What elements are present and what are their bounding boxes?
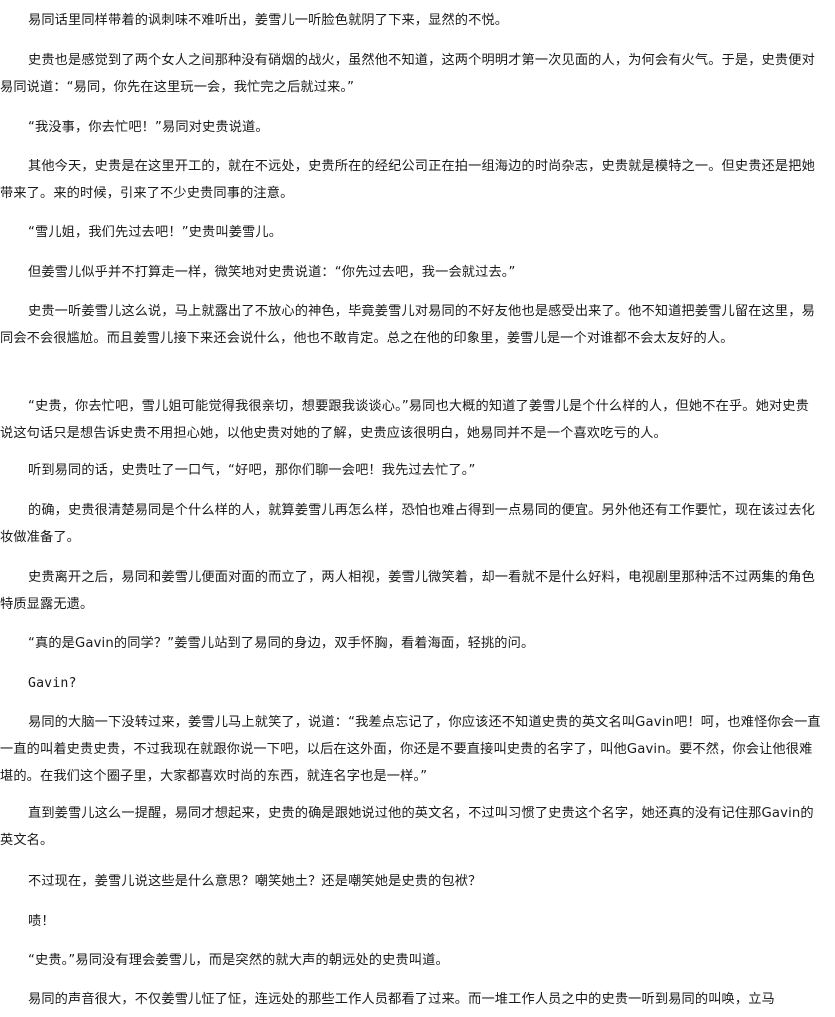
- paragraph: 直到姜雪儿这么一提醒，易同才想起来，史贵的确是跟她说过他的英文名，不过叫习惯了史…: [0, 806, 814, 848]
- paragraph: “史贵，你去忙吧，雪儿姐可能觉得我很亲切，想要跟我谈谈心。”易同也大概的知道了姜…: [0, 399, 809, 441]
- paragraph: 史贵也是感觉到了两个女人之间那种没有硝烟的战火，虽然他不知道，这两个明明才第一次…: [0, 53, 815, 95]
- paragraph: “真的是Gavin的同学？”姜雪儿站到了易同的身边，双手怀胸，看着海面，轻挑的问…: [28, 636, 535, 651]
- paragraph: 啧！: [28, 914, 55, 929]
- paragraph: 易同的声音很大，不仅姜雪儿怔了怔，连远处的那些工作人员都看了过来。而一堆工作人员…: [28, 992, 775, 1007]
- paragraph: “雪儿姐，我们先过去吧！”史贵叫姜雪儿。: [28, 225, 283, 240]
- paragraph: 不过现在，姜雪儿说这些是什么意思？嘲笑她土？还是嘲笑她是史贵的包袱？: [28, 874, 482, 889]
- paragraph: 史贵离开之后，易同和姜雪儿便面对面的而立了，两人相视，姜雪儿微笑着，却一看就不是…: [0, 570, 815, 612]
- paragraph: 史贵一听姜雪儿这么说，马上就露出了不放心的神色，毕竟姜雪儿对易同的不好友他也是感…: [0, 304, 815, 346]
- paragraph: 其他今天，史贵是在这里开工的，就在不远处，史贵所在的经纪公司正在拍一组海边的时尚…: [0, 159, 815, 201]
- paragraph: 的确，史贵很清楚易同是个什么样的人，就算姜雪儿再怎么样，恐怕也难占得到一点易同的…: [0, 503, 815, 545]
- paragraph: 易同的大脑一下没转过来，姜雪儿马上就笑了，说道：“我差点忘记了，你应该还不知道史…: [0, 715, 821, 784]
- paragraph: Gavin?: [28, 676, 77, 691]
- paragraph: “我没事，你去忙吧！”易同对史贵说道。: [28, 120, 269, 135]
- paragraph: “史贵。”易同没有理会姜雪儿，而是突然的就大声的朝远处的史贵叫道。: [28, 953, 449, 968]
- paragraph: 易同话里同样带着的讽刺味不难听出，姜雪儿一听脸色就阴了下来，显然的不悦。: [28, 13, 509, 28]
- paragraph: 听到易同的话，史贵吐了一口气，“好吧，那你们聊一会吧！我先过去忙了。”: [28, 463, 476, 478]
- paragraph: 但姜雪儿似乎并不打算走一样，微笑地对史贵说道：“你先过去吧，我一会就过去。”: [28, 265, 516, 280]
